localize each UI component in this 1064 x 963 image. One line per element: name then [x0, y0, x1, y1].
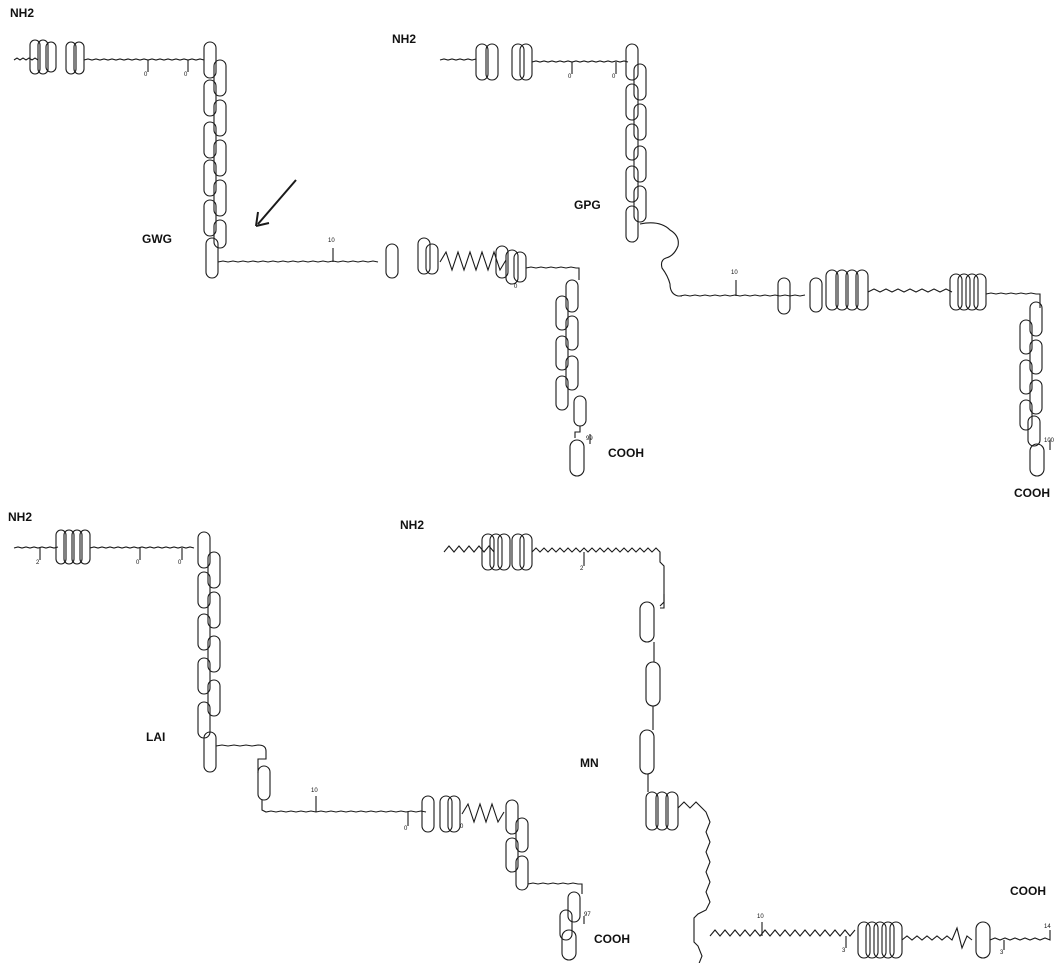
residue-mark-p3-f: 0 — [460, 824, 464, 830]
panel-top-right — [439, 43, 1051, 477]
residue-mark-p1-b: 0 — [184, 72, 188, 78]
residue-mark-p1-c: 10 — [328, 238, 335, 244]
panel-bottom-left — [13, 529, 585, 961]
residue-mark-p2-a: 0 — [568, 74, 572, 80]
residue-mark-p4-e: 14 — [1044, 924, 1051, 930]
residue-mark-p1-a: 0 — [144, 72, 148, 78]
helix-cluster-10 — [857, 921, 903, 959]
residue-mark-p3-b: 0 — [136, 560, 140, 566]
panel-bottom-right — [443, 533, 1051, 963]
helix-stack-4 — [1019, 301, 1043, 447]
cterm-label-p1: COOH — [608, 446, 644, 460]
residue-mark-p2-c: 10 — [731, 270, 738, 276]
residue-mark-p2-d: 100 — [1044, 438, 1055, 444]
cterm-label-p3: COOH — [594, 932, 630, 946]
helix-cluster-9 — [645, 791, 679, 831]
residue-mark-p3-c: 0 — [178, 560, 182, 566]
helix-stack-2 — [555, 279, 587, 427]
panel-top-left — [13, 39, 591, 477]
motif-label-p1: GWG — [142, 232, 172, 246]
residue-mark-p4-b: 10 — [757, 914, 764, 920]
helix-stack-1 — [203, 41, 227, 279]
residue-mark-p2-b: 0 — [612, 74, 616, 80]
helix-zigzag-1 — [439, 250, 507, 272]
residue-mark-p4-d: 3 — [1000, 950, 1004, 956]
helix-cluster-2 — [475, 43, 533, 81]
nterm-label-p1: NH2 — [10, 6, 35, 20]
helix-stack-7 — [639, 601, 661, 775]
pointer-arrow — [255, 179, 297, 227]
helix-cluster-8 — [481, 533, 533, 571]
residue-mark-p3-g: 97 — [584, 912, 591, 918]
helix-cluster-5 — [949, 273, 987, 311]
motif-label-p3: LAI — [146, 730, 166, 744]
motif-label-p2: GPG — [574, 198, 601, 212]
cterm-label-p2: COOH — [1014, 486, 1050, 500]
helix-cluster-6 — [55, 529, 91, 565]
residue-mark-p4-c: 3 — [842, 948, 846, 954]
residue-mark-p1-e: 99 — [586, 436, 593, 442]
helix-cluster-4 — [825, 269, 869, 311]
header-fragment — [575, 0, 1064, 10]
residue-mark-p3-d: 10 — [311, 788, 318, 794]
helix-cluster-7 — [421, 795, 461, 833]
cterm-label-p4: COOH — [1010, 884, 1046, 898]
coil-1a — [83, 58, 205, 61]
residue-mark-p1-d: 0 — [514, 284, 518, 290]
residue-mark-p4-a: 2 — [580, 566, 584, 572]
helix-cluster-1 — [29, 39, 85, 75]
helix-stack-6 — [505, 799, 529, 891]
motif-label-p4: MN — [580, 756, 599, 770]
residue-mark-p3-e: 0 — [404, 826, 408, 832]
coil-1b — [217, 260, 379, 263]
coil-nterm-1 — [13, 57, 39, 61]
residue-mark-p3-a: 2 — [36, 560, 40, 566]
nterm-label-p2: NH2 — [392, 32, 417, 46]
nterm-label-p4: NH2 — [400, 518, 425, 532]
helix-stack-5 — [197, 531, 221, 773]
nterm-label-p3: NH2 — [8, 510, 33, 524]
helix-stack-3 — [625, 43, 647, 243]
